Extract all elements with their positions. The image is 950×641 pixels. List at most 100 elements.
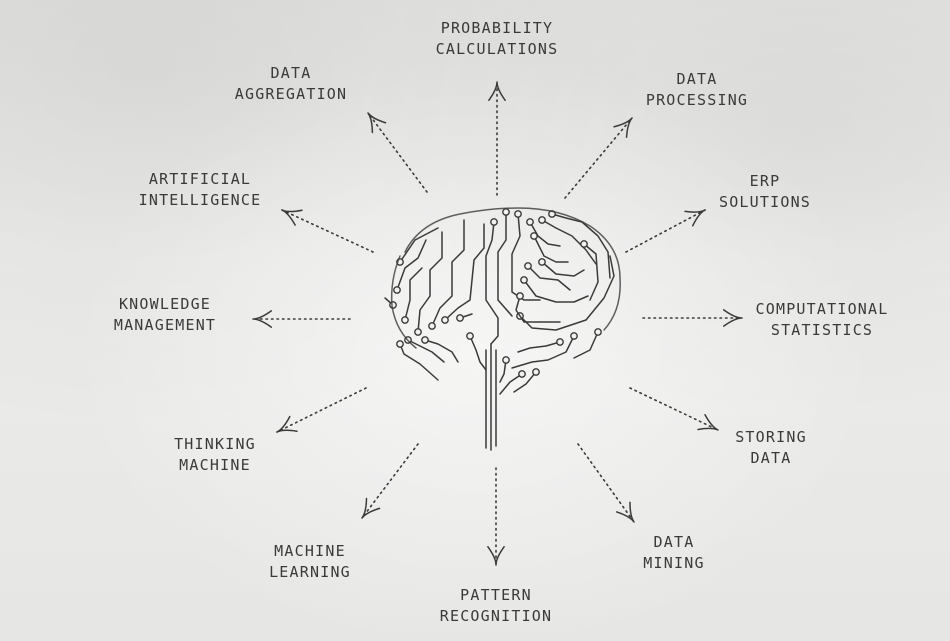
- arrowhead-aggregation: [367, 112, 387, 134]
- label-thinking: THINKING MACHINE: [174, 434, 256, 476]
- circuit-trace: [515, 295, 561, 323]
- circuit-node: [490, 218, 498, 226]
- circuit-node: [538, 216, 546, 224]
- circuit-trace: [396, 239, 427, 291]
- circuit-trace: [573, 331, 599, 359]
- circuit-trace: [407, 339, 445, 363]
- label-line: DATA: [270, 64, 312, 82]
- label-line: LEARNING: [269, 563, 351, 581]
- label-storing: STORING DATA: [735, 427, 807, 469]
- label-line: KNOWLEDGE: [118, 295, 212, 313]
- arrowhead-knowledge: [252, 310, 273, 328]
- arrow-ai: [281, 209, 374, 253]
- label-line: PROBABILITY: [440, 19, 554, 37]
- label-line: MACHINE: [179, 456, 251, 474]
- circuit-trace: [499, 373, 523, 395]
- label-pattern: PATTERN RECOGNITION: [440, 585, 553, 627]
- arrowhead-pattern: [487, 545, 505, 566]
- arrowhead-ai: [281, 209, 303, 226]
- circuit-node: [570, 332, 578, 340]
- circuit-trace: [541, 219, 597, 265]
- circuit-brain-icon: [384, 207, 621, 451]
- arrow-erp: [625, 209, 706, 253]
- circuit-trace: [399, 343, 439, 381]
- arrows-group: [252, 81, 743, 566]
- circuit-trace: [541, 261, 585, 277]
- circuit-node: [526, 218, 534, 226]
- label-line: STATISTICS: [770, 321, 874, 339]
- circuit-node: [518, 370, 526, 378]
- label-line: RECOGNITION: [439, 607, 553, 625]
- circuit-node: [414, 328, 422, 336]
- arrow-computational: [642, 309, 743, 327]
- circuit-node: [466, 332, 474, 340]
- circuit-trace: [523, 279, 589, 303]
- label-line: MINING: [643, 554, 705, 572]
- circuit-node: [456, 314, 464, 322]
- circuit-trace: [513, 371, 537, 393]
- circuit-node: [594, 328, 602, 336]
- arrowhead-probability: [488, 81, 506, 102]
- arrowhead-machine-learning: [361, 497, 381, 519]
- arrow-knowledge: [252, 310, 351, 328]
- label-line: PATTERN: [460, 586, 532, 604]
- circuit-trace: [497, 211, 513, 317]
- label-line: AGGREGATION: [234, 85, 348, 103]
- circuit-node: [401, 316, 409, 324]
- arrowhead-storing: [697, 414, 719, 431]
- circuit-trace: [424, 339, 459, 363]
- circuit-node: [556, 338, 564, 346]
- circuit-trace: [444, 223, 485, 321]
- circuit-node: [389, 301, 397, 309]
- label-line: DATA: [750, 449, 792, 467]
- arrowhead-thinking: [276, 415, 298, 433]
- arrow-pattern: [487, 467, 505, 566]
- circuit-trace: [533, 235, 569, 263]
- brain-outline: [390, 255, 417, 349]
- label-line: THINKING: [174, 435, 256, 453]
- arrow-mining: [577, 443, 635, 523]
- label-line: ARTIFICIAL: [148, 170, 252, 188]
- circuit-trace: [511, 335, 575, 369]
- label-aggregation: DATA AGGREGATION: [235, 63, 348, 105]
- label-line: INTELLIGENCE: [138, 191, 262, 209]
- label-erp: ERP SOLUTIONS: [719, 171, 811, 213]
- circuit-trace: [511, 213, 541, 301]
- arrow-thinking: [276, 387, 367, 433]
- label-line: ERP: [749, 172, 781, 190]
- circuit-node: [502, 356, 510, 364]
- label-machine-learning: MACHINE LEARNING: [269, 541, 351, 583]
- circuit-node: [580, 240, 588, 248]
- circuit-trace: [517, 341, 561, 353]
- circuit-node: [421, 336, 429, 344]
- label-probability: PROBABILITY CALCULATIONS: [436, 18, 559, 60]
- label-line: MACHINE: [274, 542, 346, 560]
- arrow-probability: [488, 81, 506, 196]
- label-line: DATA: [676, 70, 718, 88]
- arrow-machine-learning: [361, 443, 419, 519]
- circuit-trace: [417, 231, 443, 333]
- label-line: STORING: [735, 428, 807, 446]
- arrow-storing: [629, 387, 719, 431]
- brain-outline: [404, 207, 621, 331]
- circuit-node: [502, 208, 510, 216]
- label-line: SOLUTIONS: [718, 193, 812, 211]
- circuit-node: [524, 262, 532, 270]
- circuit-node: [393, 286, 401, 294]
- circuit-node: [428, 322, 436, 330]
- circuit-trace: [519, 255, 615, 331]
- circuit-trace: [404, 267, 423, 321]
- circuit-node: [514, 210, 522, 218]
- circuit-trace: [583, 243, 599, 301]
- arrowhead-mining: [615, 501, 635, 523]
- label-line: CALCULATIONS: [435, 40, 559, 58]
- circuit-node: [441, 316, 449, 324]
- circuit-trace: [551, 213, 611, 279]
- circuit-node: [538, 258, 546, 266]
